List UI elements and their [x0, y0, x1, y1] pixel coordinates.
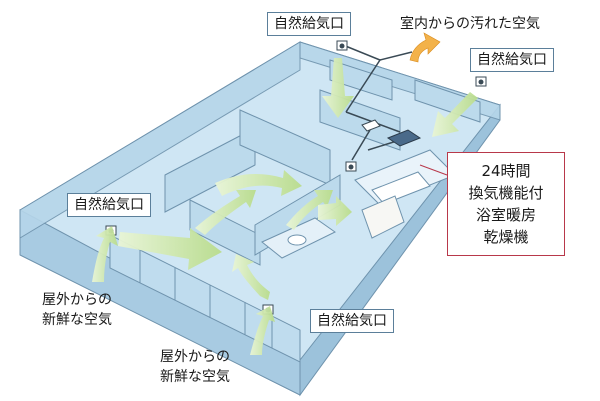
- fresh-air-bottom-line2: 新鮮な空気: [160, 369, 230, 385]
- fresh-arrow-interior-4: [318, 196, 352, 226]
- kitchen-sink: [287, 234, 307, 246]
- facade-mullions: [139, 250, 273, 348]
- fresh-air-label-bottom: 屋外からの 新鮮な空気: [160, 347, 230, 387]
- vent-marker-right: [475, 76, 487, 87]
- feature-leader: [419, 164, 448, 176]
- fresh-arrow-top: [322, 58, 354, 118]
- bathroom: [354, 149, 456, 239]
- fresh-arrow-bottom-inlet: [232, 254, 270, 300]
- inlet-label-top: 自然給気口: [267, 12, 351, 36]
- back-wall-left: [19, 41, 301, 239]
- fresh-air-arrows: [92, 58, 478, 355]
- bath-dryer-callout: 24時間 換気機能付 浴室暖房 乾燥機: [447, 152, 565, 256]
- fresh-air-bottom-line1: 屋外からの: [160, 349, 230, 365]
- fresh-arrow-interior-1: [215, 170, 302, 196]
- fresh-arrow-interior-2: [195, 190, 256, 235]
- inlet-label-right: 自然給気口: [470, 48, 554, 72]
- fresh-arrow-outside-bottom: [250, 306, 275, 355]
- fresh-air-left-line1: 屋外からの: [42, 292, 112, 308]
- fresh-arrow-left-main: [118, 228, 222, 270]
- fresh-arrow-interior-3: [286, 190, 333, 230]
- feature-line-2: 換気機能付: [468, 184, 544, 202]
- fresh-air-left-line2: 新鮮な空気: [42, 312, 112, 328]
- dirty-air-label: 室内からの汚れた空気: [400, 16, 540, 32]
- vent-marker-top: [336, 40, 348, 51]
- vent-marker-bath: [345, 161, 357, 172]
- fresh-air-label-left: 屋外からの 新鮮な空気: [42, 290, 112, 330]
- inlet-label-bottom: 自然給気口: [310, 309, 394, 333]
- inlet-label-left: 自然給気口: [67, 193, 151, 217]
- fresh-arrow-outside-left: [92, 226, 118, 282]
- feature-line-4: 乾燥機: [483, 228, 529, 246]
- front-facade: [109, 234, 301, 363]
- fresh-arrow-right: [432, 92, 478, 137]
- dirty-air-arrow: [409, 32, 441, 63]
- feature-line-1: 24時間: [481, 162, 531, 180]
- ventilation-unit: [361, 119, 422, 147]
- feature-line-3: 浴室暖房: [475, 206, 536, 224]
